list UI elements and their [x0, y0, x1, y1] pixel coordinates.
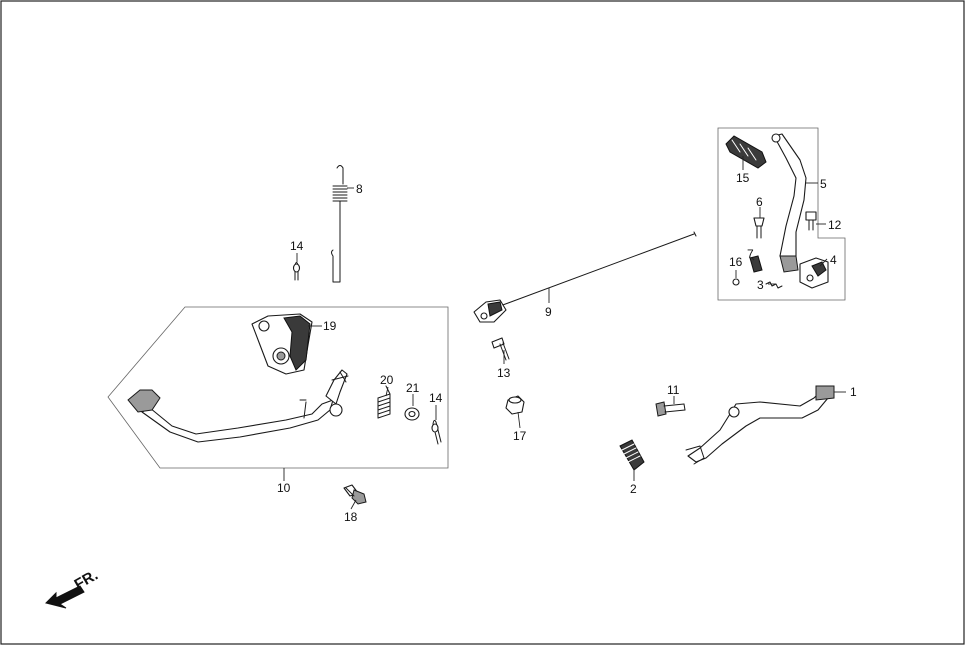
detent-spring — [765, 281, 783, 289]
brake-pedal-group-outline — [107, 306, 449, 469]
kick-starter-arm — [771, 133, 807, 273]
callout-15: 15 — [736, 171, 750, 185]
callout-3: 3 — [757, 278, 764, 292]
leader-lines — [283, 156, 846, 510]
callout-7: 7 — [747, 247, 754, 261]
brake-rod — [473, 231, 697, 323]
brake-pedal — [127, 369, 349, 443]
callout-labels: 1 2 3 4 5 6 7 8 9 10 11 12 13 14 14 15 1… — [277, 171, 857, 524]
callout-11: 11 — [667, 383, 680, 397]
small-bolt — [491, 337, 510, 361]
callout-19: 19 — [323, 319, 337, 333]
callout-21: 21 — [406, 381, 420, 395]
kick-starter-rubber — [725, 135, 767, 169]
shift-rubber — [619, 439, 645, 471]
front-direction-arrow: FR. — [45, 567, 101, 609]
cotter-pin-lower — [431, 419, 442, 445]
callout-13: 13 — [497, 366, 511, 380]
callout-5: 5 — [820, 177, 827, 191]
kick-starter-group-outline — [717, 127, 846, 301]
kick-arm-bolt — [753, 217, 765, 239]
brake-switch-spring — [331, 165, 348, 283]
kick-pivot-bolt — [805, 211, 817, 231]
adjuster-nut — [505, 395, 525, 415]
callout-18: 18 — [344, 510, 358, 524]
callout-9: 9 — [545, 305, 552, 319]
callout-4: 4 — [830, 253, 837, 267]
callout-1: 1 — [850, 385, 857, 399]
callout-17: 17 — [513, 429, 527, 443]
gear-shift-lever — [685, 385, 835, 465]
shift-lever-bolt — [655, 401, 686, 417]
callout-16: 16 — [729, 255, 743, 269]
callout-12: 12 — [828, 218, 842, 232]
cotter-pin-upper — [292, 262, 301, 281]
washer — [404, 407, 420, 421]
callout-2: 2 — [630, 482, 637, 496]
callout-14-lower: 14 — [429, 391, 443, 405]
callout-6: 6 — [756, 195, 763, 209]
brake-pedal-bracket — [251, 313, 313, 375]
callout-14-upper: 14 — [290, 239, 304, 253]
callout-10: 10 — [277, 481, 291, 495]
spring-pin — [749, 255, 763, 273]
callout-20: 20 — [380, 373, 394, 387]
detent-ball — [732, 278, 740, 286]
callout-8: 8 — [356, 182, 363, 196]
brake-return-spring — [377, 385, 391, 419]
kick-starter-boss — [799, 257, 829, 289]
